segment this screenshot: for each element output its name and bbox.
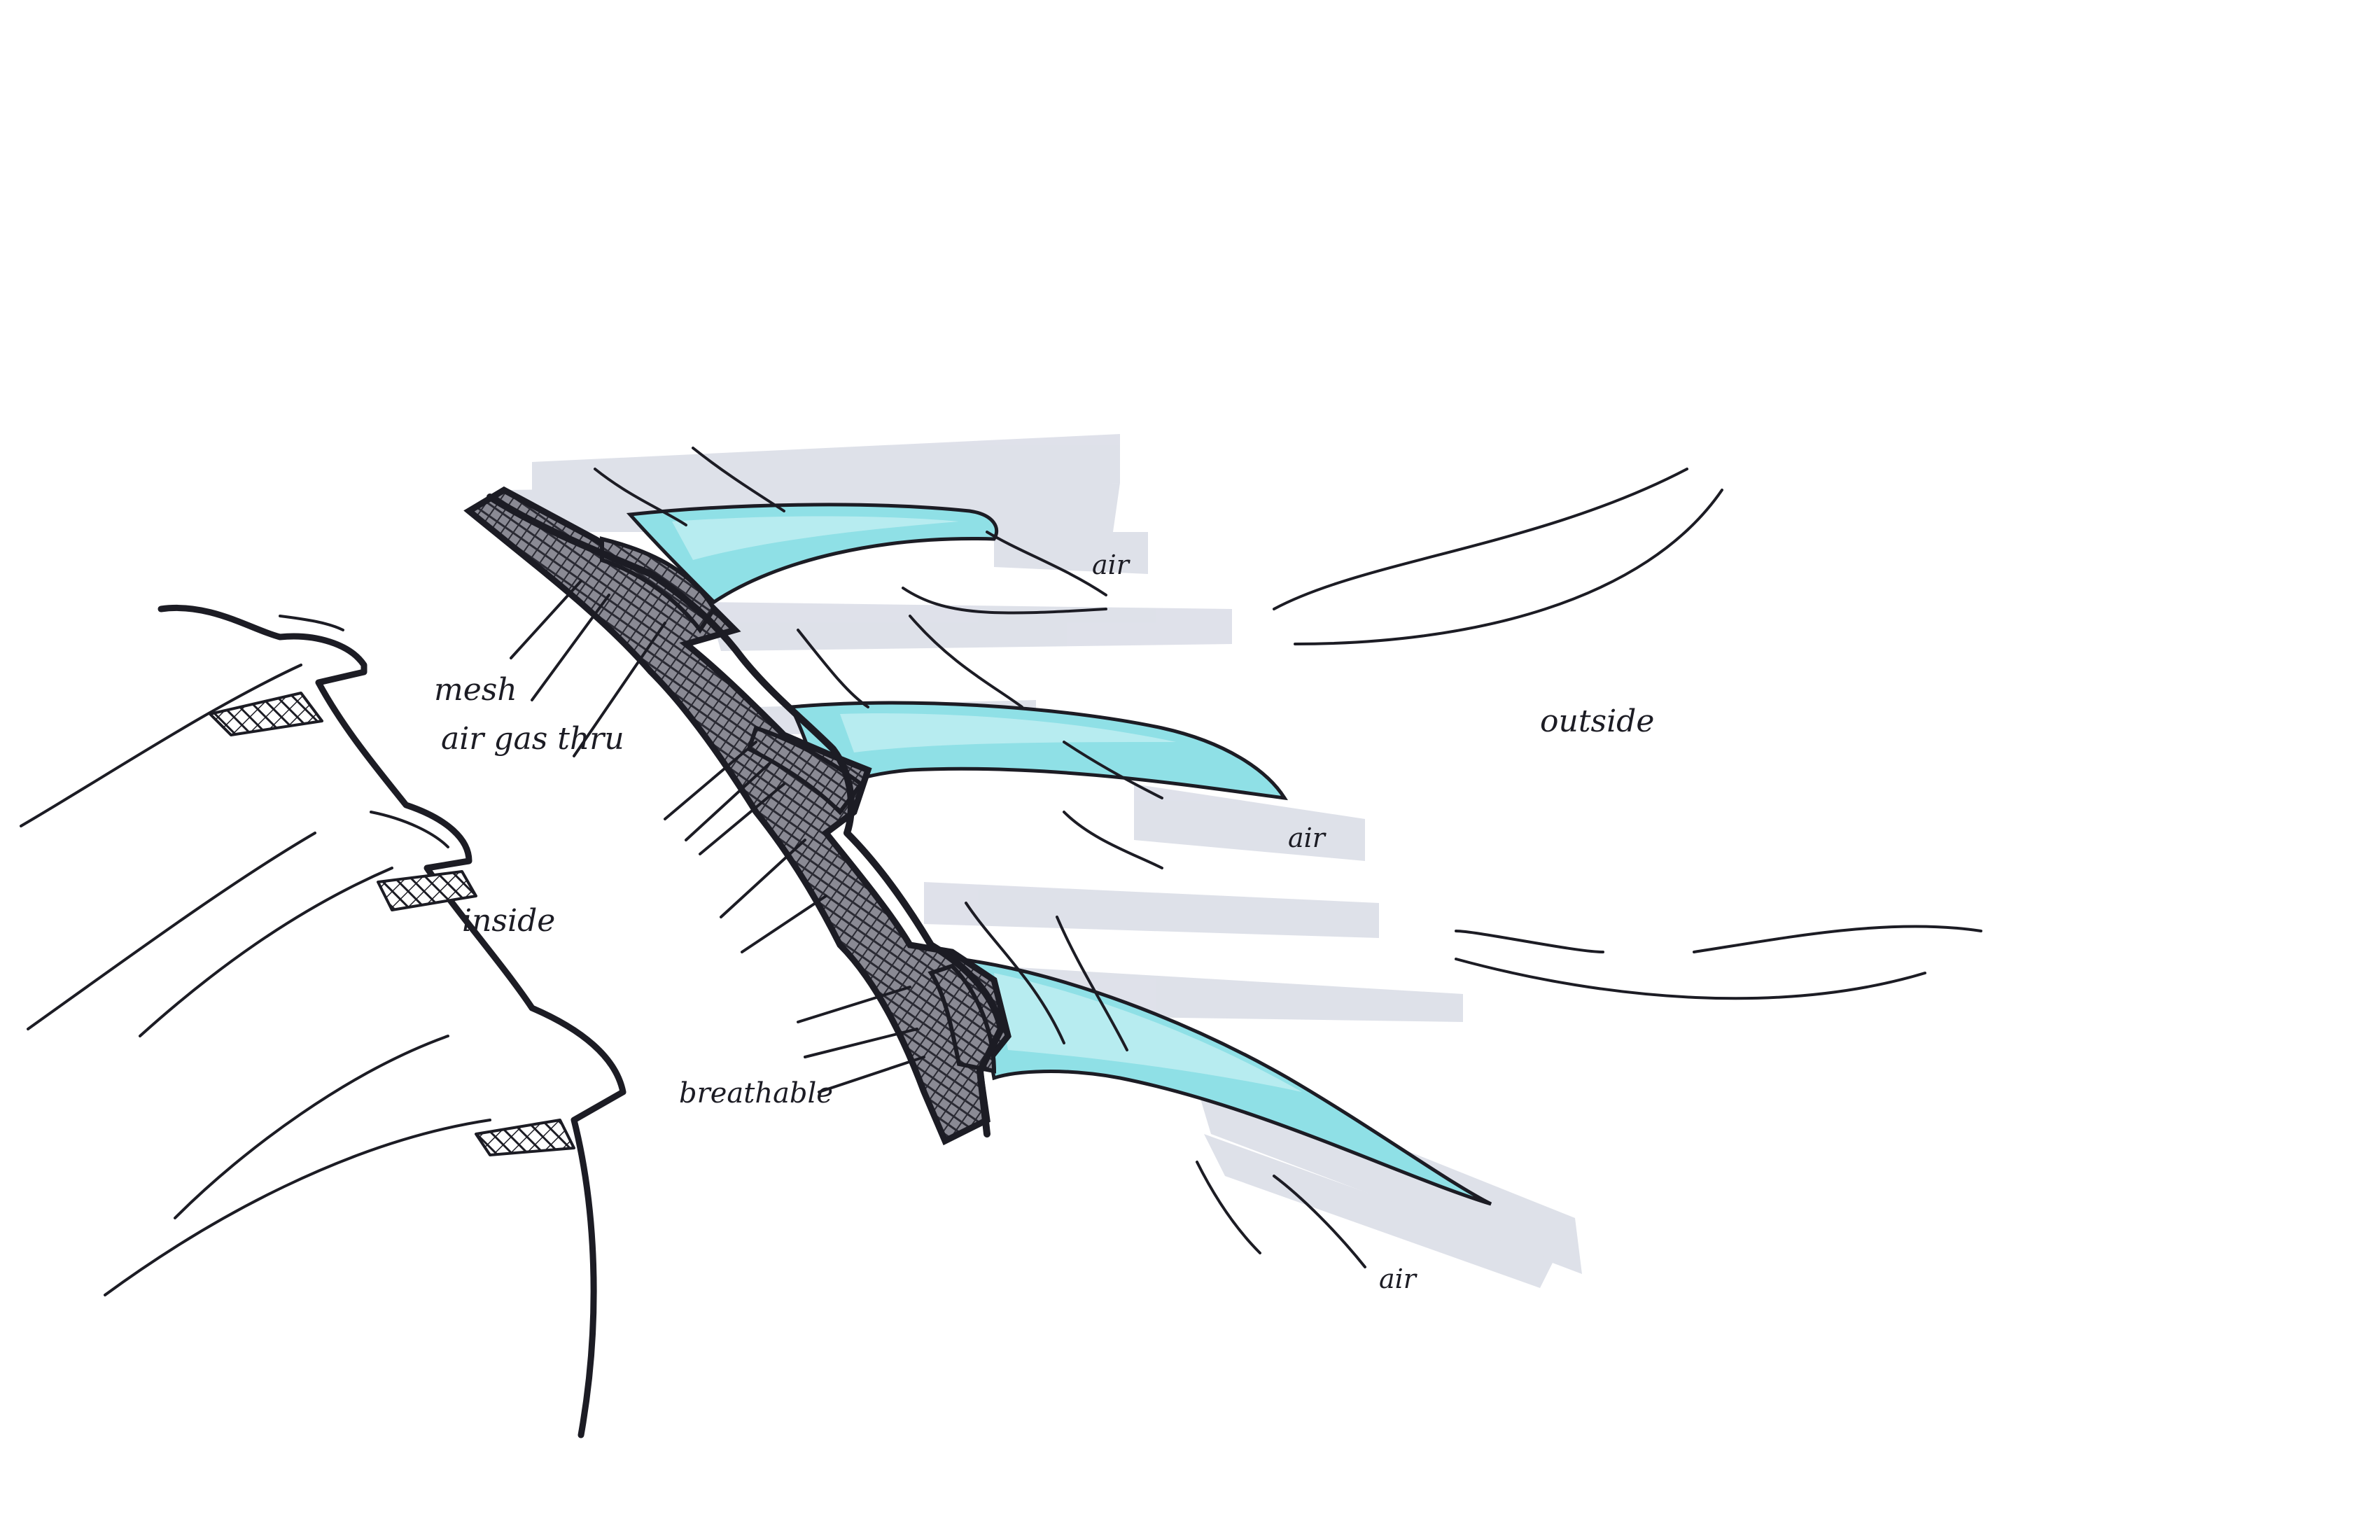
- label-inside: inside: [462, 903, 555, 939]
- label-breathable: breathable: [679, 1077, 833, 1110]
- label-air-middle: air: [1288, 822, 1327, 853]
- label-air-gas: air gas thru: [441, 721, 624, 757]
- label-outside: outside: [1540, 704, 1654, 739]
- label-mesh: mesh: [434, 672, 517, 708]
- label-air-top: air: [1092, 550, 1131, 580]
- annotation-arrows: [511, 581, 924, 1092]
- label-air-bottom: air: [1379, 1264, 1418, 1294]
